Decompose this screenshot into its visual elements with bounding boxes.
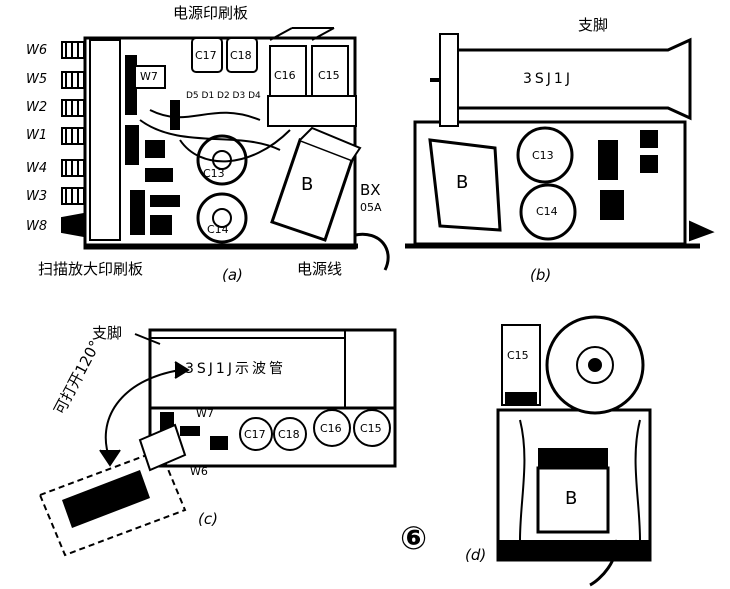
panel-c-w6-label: W6	[190, 465, 208, 478]
panel-c-c16-label: C16	[320, 422, 342, 435]
panel-b-c14-label: C14	[536, 205, 558, 218]
pot-w1-label: W1	[26, 128, 48, 143]
fuse-label: BX	[360, 181, 381, 199]
scan-pcb-components	[125, 55, 180, 235]
cap-c17-label: C17	[195, 49, 217, 62]
pot-w8-label: W8	[26, 219, 48, 234]
cap-c14-label: C14	[207, 223, 229, 236]
cap-c13-label: C13	[203, 167, 225, 180]
transformer-b-label: B	[301, 174, 314, 195]
cap-c16-label: C16	[274, 69, 296, 82]
cap-c18-label: C18	[230, 49, 252, 62]
panel-c-tube-label: 3SJ1J示波管	[185, 361, 286, 377]
panel-d-c15-label: C15	[507, 349, 529, 362]
panel-b-transformer-label: B	[456, 172, 469, 193]
power-cord-label: 电源线	[297, 260, 343, 278]
figure-number: ⑥	[400, 519, 428, 557]
panel-b-drawing	[405, 33, 715, 249]
panel-d-caption: (d)	[465, 546, 487, 564]
panel-b-caption: (b)	[530, 266, 552, 284]
fuse-rating-label: 05A	[360, 201, 382, 214]
panel-c-w7-label: W7	[196, 407, 214, 420]
panel-a-drawing	[61, 27, 390, 271]
panel-c-c18-label: C18	[278, 428, 300, 441]
panel-d-transformer-label: B	[565, 488, 578, 509]
pot-w5-label: W5	[26, 72, 48, 87]
diodes-label: D5 D1 D2 D3 D4	[186, 91, 261, 101]
panel-b-tube-label: 3SJ1J	[523, 71, 573, 87]
cap-c15-label: C15	[318, 69, 340, 82]
panel-c-bracket-label: 支脚	[92, 324, 123, 342]
panel-b-c13-label: C13	[532, 149, 554, 162]
panel-d-drawing	[496, 315, 652, 587]
panel-a-caption: (a)	[222, 266, 243, 284]
panel-b-bracket-label: 支脚	[578, 16, 609, 34]
panel-c-c17-label: C17	[244, 428, 266, 441]
scan-amp-pcb-label: 扫描放大印刷板	[38, 260, 144, 278]
pot-w3-label: W3	[26, 189, 48, 204]
w7-label: W7	[140, 70, 158, 83]
panel-c-c15-label: C15	[360, 422, 382, 435]
power-pcb-label: 电源印刷板	[173, 4, 249, 22]
pot-w4-label: W4	[26, 161, 48, 176]
pot-w6-label: W6	[26, 43, 48, 58]
panel-c-caption: (c)	[198, 510, 218, 528]
pot-knobs	[61, 41, 85, 238]
panel-c-drawing	[38, 328, 397, 557]
pot-w2-label: W2	[26, 100, 48, 115]
